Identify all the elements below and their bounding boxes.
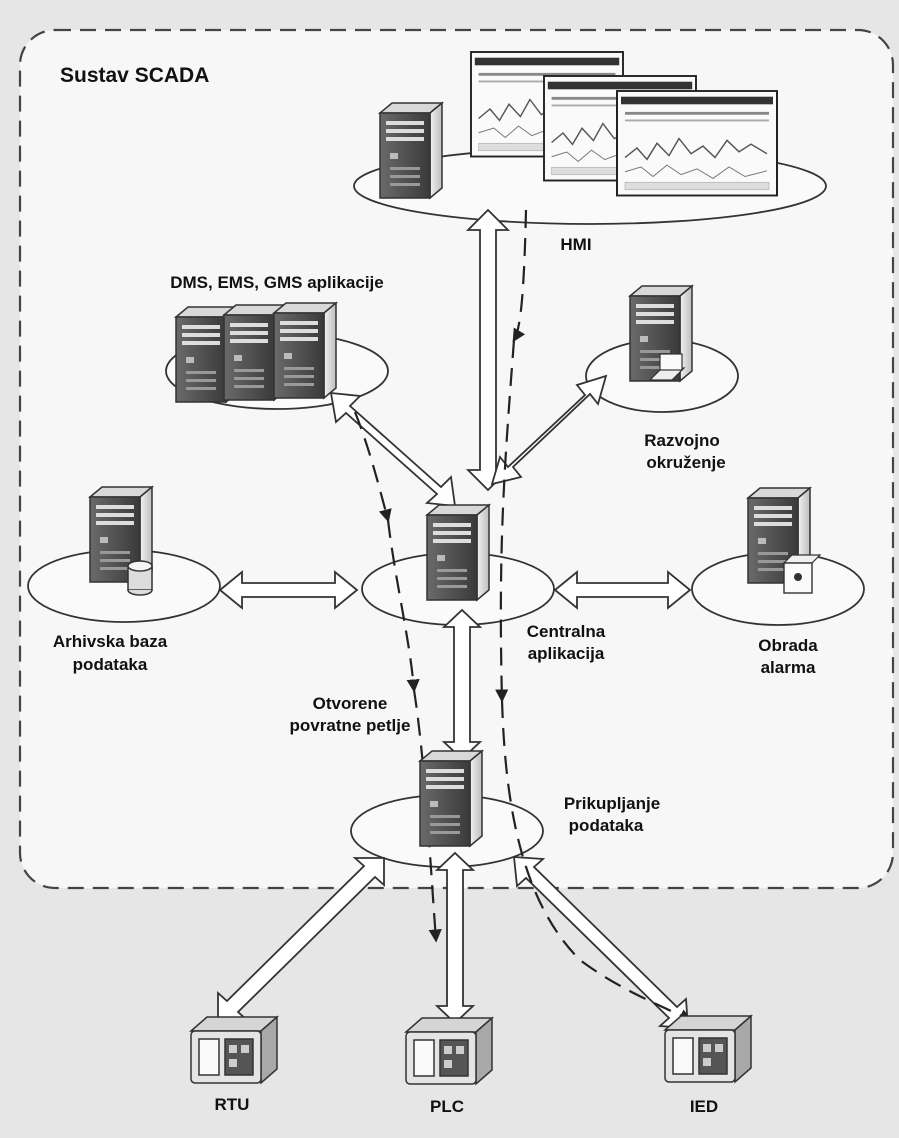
- database-icon: [127, 560, 153, 596]
- hmi-monitor-3-icon: [616, 90, 778, 197]
- alarm-panel-icon: [782, 554, 822, 594]
- alarm-label-line1: Obrada: [758, 636, 818, 655]
- central-label-line2: aplikacija: [528, 644, 605, 663]
- hmi-server-icon: [379, 102, 443, 199]
- apps-label: DMS, EMS, GMS aplikacije: [170, 273, 384, 292]
- link-central-alarm: [553, 570, 692, 610]
- link-dev-central: [490, 374, 608, 486]
- ied-device-icon: [664, 1015, 752, 1083]
- acq-label-line1: Prikupljanje: [564, 794, 660, 813]
- acq-server-icon: [419, 750, 483, 847]
- loops-label-line2: povratne petlje: [290, 716, 411, 735]
- central-server-icon: [426, 504, 490, 601]
- ied-label: IED: [690, 1097, 718, 1116]
- scada-title: Sustav SCADA: [60, 64, 209, 87]
- dev-label-line2: okruženje: [646, 453, 725, 472]
- dev-label-line1: Razvojno: [644, 431, 720, 450]
- alarm-label-line2: alarma: [761, 658, 816, 677]
- hmi-label: HMI: [560, 235, 591, 254]
- dev-laptop-icon: [648, 353, 686, 381]
- link-archive-central: [218, 570, 359, 610]
- apps-server-3-icon: [273, 302, 337, 399]
- rtu-label: RTU: [215, 1095, 250, 1114]
- acq-label-line2: podataka: [569, 816, 644, 835]
- plc-label: PLC: [430, 1097, 464, 1116]
- archive-label-line1: Arhivska baza: [53, 632, 168, 651]
- loops-label-line1: Otvorene: [313, 694, 388, 713]
- link-acq-plc: [434, 851, 476, 1025]
- central-label-line1: Centralna: [527, 622, 606, 641]
- rtu-device-icon: [190, 1016, 278, 1084]
- plc-device-icon: [405, 1017, 493, 1085]
- link-central-acq: [441, 608, 483, 761]
- archive-label-line2: podataka: [73, 655, 148, 674]
